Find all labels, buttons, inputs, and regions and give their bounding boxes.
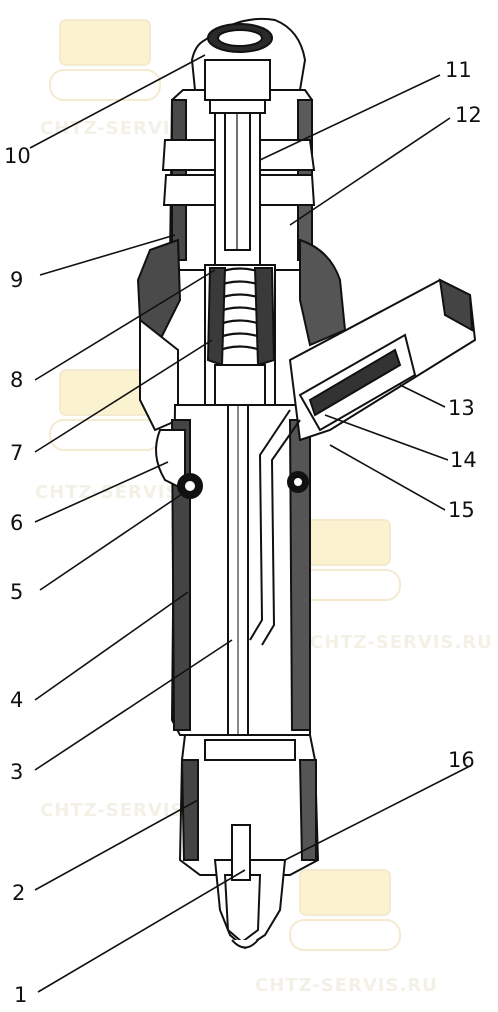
callout-9: 9	[10, 268, 24, 292]
callout-11: 11	[445, 58, 472, 82]
callout-15: 15	[448, 498, 475, 522]
callout-7: 7	[10, 441, 24, 465]
watermark-text: CHTZ-SERVIS.RU	[35, 482, 218, 503]
watermark-text: CHTZ-SERVIS.RU	[40, 800, 223, 821]
watermark-text: CHTZ-SERVIS.RU	[255, 975, 438, 996]
leader-lines	[29, 54, 473, 993]
callout-6: 6	[10, 511, 24, 535]
callout-12: 12	[455, 103, 482, 127]
callout-14: 14	[450, 448, 477, 472]
callout-5: 5	[10, 580, 24, 604]
callout-2: 2	[12, 881, 26, 905]
callout-1: 1	[14, 983, 28, 1007]
callout-4: 4	[10, 688, 24, 712]
callout-13: 13	[448, 396, 475, 420]
watermark-logo	[49, 19, 401, 951]
callout-8: 8	[10, 368, 24, 392]
callout-3: 3	[10, 760, 24, 784]
watermark-text: CHTZ-SERVIS.RU	[310, 632, 493, 653]
callout-16: 16	[448, 748, 475, 772]
callout-10: 10	[4, 144, 31, 168]
